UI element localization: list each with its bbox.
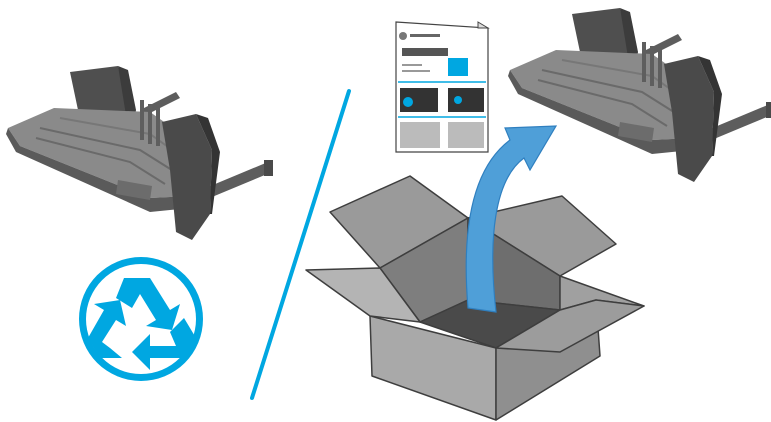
tray-left <box>6 66 273 240</box>
installation-guide-sheet <box>396 22 488 152</box>
recycle-icon <box>79 257 203 381</box>
tray-right <box>508 8 771 182</box>
divider-line <box>252 91 349 398</box>
